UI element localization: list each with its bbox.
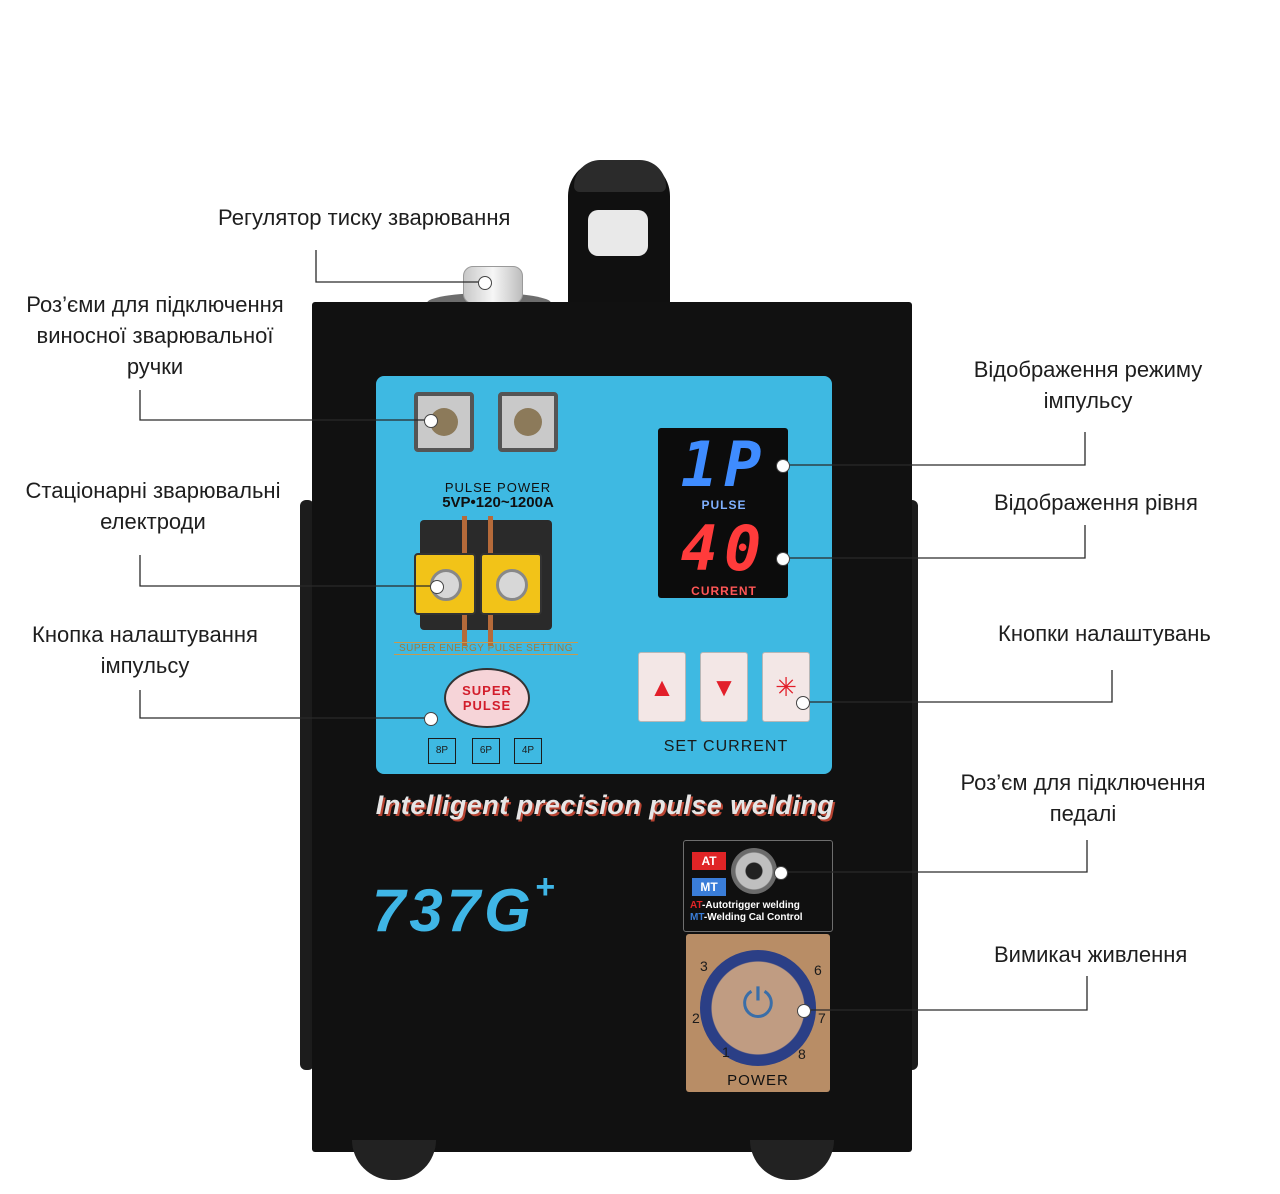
callout-pulse-button-line-2: імпульсу [100, 653, 190, 678]
marker-power [797, 1004, 811, 1018]
welding-cal-prefix: MT [690, 912, 704, 923]
pressure-regulator-knob[interactable] [463, 266, 523, 304]
pedal-jack[interactable] [731, 848, 777, 894]
super-pulse-button[interactable]: SUPER PULSE [444, 668, 530, 728]
autotrigger-text: AT-Autotrigger welding [690, 900, 830, 911]
super-pulse-line-2: PULSE [462, 698, 512, 713]
carry-handle-top [574, 160, 666, 192]
marker-setting-buttons [796, 696, 810, 710]
display-housing [658, 428, 788, 598]
marker-handle-connectors [424, 414, 438, 428]
callout-stationary-electrodes: Стаціонарні зварювальні електроди [12, 475, 294, 537]
dial-number-8: 8 [798, 1046, 806, 1062]
dial-number-7: 7 [818, 1010, 826, 1026]
pulse-chip-6p: 6P [472, 738, 500, 764]
handle-connector-left[interactable] [414, 392, 474, 452]
pulse-chip-8p: 8P [428, 738, 456, 764]
marker-pulse-display [776, 459, 790, 473]
power-label: POWER [727, 1072, 789, 1089]
autotrigger-prefix: AT [690, 900, 703, 911]
pulse-mode-display: 1P [680, 428, 768, 501]
callout-setting-buttons: Кнопки налаштувань [998, 621, 1211, 646]
set-current-label: SET CURRENT [663, 738, 789, 755]
callout-electrodes-line-1: Стаціонарні зварювальні [25, 478, 281, 503]
super-pulse-label: SUPER PULSE [462, 683, 512, 713]
welding-cal-desc: -Welding Cal Control [703, 912, 803, 923]
super-pulse-line-1: SUPER [462, 683, 512, 698]
callout-pedal-line-1: Роз’єм для підключення [960, 770, 1206, 795]
dial-number-6: 6 [814, 962, 822, 978]
current-level-display: 40 [680, 512, 768, 585]
callout-pulse-mode-display: Відображення режиму імпульсу [958, 354, 1218, 416]
current-display-caption: CURRENT [691, 584, 757, 598]
electrode-clamp-right[interactable] [480, 553, 542, 615]
callout-electrodes-line-2: електроди [100, 509, 206, 534]
settings-star-button[interactable]: ✳ [762, 652, 810, 722]
handle-connector-right[interactable] [498, 392, 558, 452]
at-badge: AT [692, 852, 726, 870]
pulse-setting-strip: SUPER ENERGY PULSE SETTING [394, 642, 578, 655]
welding-cal-text: MT-Welding Cal Control [690, 912, 830, 923]
callout-level-display: Відображення рівня [994, 490, 1198, 515]
dial-number-1: 1 [722, 1044, 730, 1060]
pulse-display-caption: PULSE [701, 498, 747, 512]
callout-pulse-button: Кнопка налаштування імпульсу [20, 619, 270, 681]
callout-handle-connectors-line-2: виносної зварювальної [36, 323, 274, 348]
pulse-power-title: PULSE POWER [444, 480, 552, 495]
callout-pressure-regulator: Регулятор тиску зварювання [218, 205, 511, 230]
autotrigger-desc: -Autotrigger welding [702, 900, 800, 911]
callout-pedal-line-2: педалі [1049, 801, 1117, 826]
increase-button[interactable]: ▲ [638, 652, 686, 722]
callout-handle-connectors: Роз’єми для підключення виносної зварюва… [10, 289, 300, 382]
power-icon: ⏻ [742, 982, 774, 1026]
pulse-chip-4p: 4P [514, 738, 542, 764]
power-switch-knob[interactable] [700, 950, 816, 1066]
model-name: 737G+ [372, 868, 612, 945]
marker-pulse-button [424, 712, 438, 726]
pulse-power-spec: 5VP•120~1200A [442, 494, 554, 511]
dial-number-3: 3 [700, 958, 708, 974]
electrode-clamp-left[interactable] [414, 553, 476, 615]
callout-pulse-display-line-2: імпульсу [1043, 388, 1133, 413]
callout-handle-connectors-line-3: ручки [126, 354, 184, 379]
callout-pulse-display-line-1: Відображення режиму [973, 357, 1203, 382]
mt-badge: MT [692, 878, 726, 896]
marker-level-display [776, 552, 790, 566]
cabinet-foot-right [750, 1140, 834, 1180]
cabinet-foot-left [352, 1140, 436, 1180]
callout-power-switch: Вимикач живлення [994, 942, 1188, 967]
decrease-button[interactable]: ▼ [700, 652, 748, 722]
carry-handle-grip [588, 210, 648, 256]
cabinet-side-left [300, 500, 314, 1070]
model-plus: + [534, 868, 559, 906]
dial-number-2: 2 [692, 1010, 700, 1026]
slogan: Intelligent precision pulse welding [375, 790, 835, 820]
callout-handle-connectors-line-1: Роз’єми для підключення [26, 292, 284, 317]
callout-pedal-connector: Роз’єм для підключення педалі [948, 767, 1218, 829]
callout-pulse-button-line-1: Кнопка налаштування [32, 622, 258, 647]
model-number: 737G [372, 877, 535, 944]
marker-pedal [774, 866, 788, 880]
marker-pressure [478, 276, 492, 290]
marker-electrodes [430, 580, 444, 594]
